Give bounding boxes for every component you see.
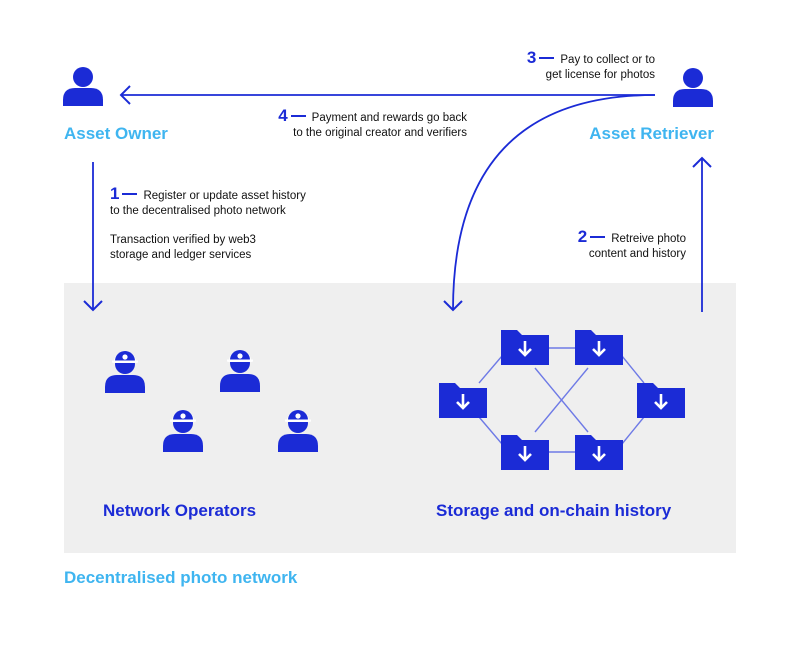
storage-node-bottom-left-folder-download-icon <box>499 433 551 472</box>
storage-node-bottom-right-folder-download-icon <box>573 433 625 472</box>
step-2-note: 2 Retreive photo content and history <box>577 227 686 262</box>
step-4-number: 4 <box>278 106 288 125</box>
step-2-number: 2 <box>577 227 588 246</box>
storage-node-top-right-folder-download-icon <box>573 328 625 367</box>
storage-node-top-left-folder-download-icon <box>499 328 551 367</box>
verification-line-2: storage and ledger services <box>110 249 252 261</box>
step-1-number: 1 <box>110 184 120 203</box>
storage-node-left-folder-download-icon <box>437 381 489 420</box>
network-title: Decentralised photo network <box>64 568 298 587</box>
network-operator-3-miner-helmet-person-icon <box>163 410 203 452</box>
step-4-line-2: to the original creator and verifiers <box>293 127 467 139</box>
step-1-line-1: Register or update asset history <box>143 190 306 202</box>
step-4-note: 4 Payment and rewards go back to the orig… <box>278 106 467 141</box>
network-operator-4-miner-helmet-person-icon <box>278 410 318 452</box>
asset-retriever-label: Asset Retriever <box>589 124 714 143</box>
verification-line-1: Transaction verified by web3 <box>110 234 256 246</box>
step-1-line-2: to the decentralised photo network <box>110 205 286 217</box>
step-3-number: 3 <box>526 48 537 67</box>
step-3-note: 3 Pay to collect or to get license for ph… <box>526 48 655 83</box>
step-1-note: 1 Register or update asset history to the… <box>110 184 306 219</box>
step-2-dash <box>590 236 606 239</box>
storage-connectors <box>478 347 645 453</box>
step-2-line-1: Retreive photo <box>611 233 686 245</box>
step-4-dash <box>290 115 306 118</box>
asset-retriever-person-icon <box>673 68 713 107</box>
arrow-rewards-to-storage <box>443 94 656 312</box>
asset-owner-label: Asset Owner <box>64 124 168 143</box>
step-1-verification-note: Transaction verified by web3 storage and… <box>110 233 256 263</box>
step-3-line-1: Pay to collect or to <box>560 54 655 66</box>
network-operator-1-miner-helmet-person-icon <box>105 351 145 393</box>
storage-node-right-folder-download-icon <box>635 381 687 420</box>
step-4-line-1: Payment and rewards go back <box>311 112 467 124</box>
step-2-line-2: content and history <box>588 248 686 260</box>
network-operators-label: Network Operators <box>103 501 257 520</box>
step-1-dash <box>122 193 138 196</box>
network-operator-2-miner-helmet-person-icon <box>220 350 260 392</box>
storage-history-label: Storage and on-chain history <box>436 501 672 520</box>
asset-owner-person-icon <box>63 67 103 106</box>
step-3-line-2: get license for photos <box>545 69 655 81</box>
step-3-dash <box>539 57 555 60</box>
